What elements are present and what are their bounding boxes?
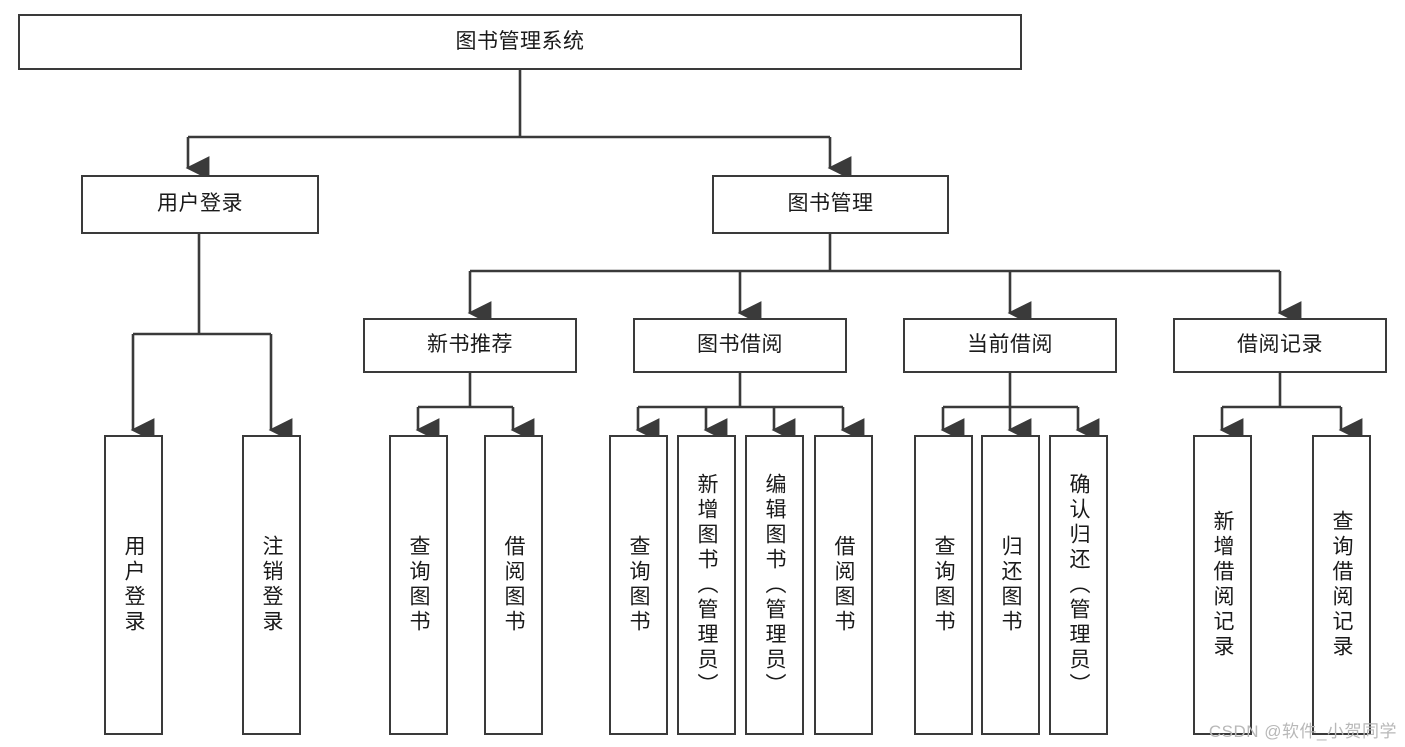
node-leaf-borrow-book-recommend[interactable]: 借阅图书: [484, 435, 543, 735]
node-label: 图书借阅: [697, 333, 783, 357]
node-leaf-return-book[interactable]: 归还图书: [981, 435, 1040, 735]
node-leaf-query-book-current[interactable]: 查询图书: [914, 435, 973, 735]
node-label: 图书管理系统: [455, 29, 585, 53]
node-leaf-query-book-recommend[interactable]: 查询图书: [389, 435, 448, 735]
node-label: 查询图书: [932, 535, 955, 635]
node-current-borrow[interactable]: 当前借阅: [903, 318, 1117, 373]
node-label: 查询图书: [627, 535, 650, 635]
node-label: 图书管理: [787, 192, 874, 216]
node-leaf-borrow-book[interactable]: 借阅图书: [814, 435, 873, 735]
node-leaf-add-book-admin[interactable]: 新增图书（管理员）: [677, 435, 736, 735]
node-book-borrow[interactable]: 图书借阅: [633, 318, 847, 373]
node-label: 查询图书: [407, 535, 430, 635]
node-label: 用户登录: [122, 535, 145, 635]
node-label: 归还图书: [999, 535, 1022, 635]
node-label: 确认归还（管理员）: [1067, 472, 1090, 698]
node-book-management[interactable]: 图书管理: [712, 175, 949, 234]
node-label: 新增借阅记录: [1211, 510, 1234, 660]
node-leaf-query-borrow-record[interactable]: 查询借阅记录: [1312, 435, 1371, 735]
node-leaf-add-borrow-record[interactable]: 新增借阅记录: [1193, 435, 1252, 735]
node-new-book-recommend[interactable]: 新书推荐: [363, 318, 577, 373]
node-label: 注销登录: [260, 535, 283, 635]
node-label: 借阅图书: [502, 535, 525, 635]
node-leaf-edit-book-admin[interactable]: 编辑图书（管理员）: [745, 435, 804, 735]
node-label: 查询借阅记录: [1330, 510, 1353, 660]
node-label: 新书推荐: [427, 333, 513, 357]
node-leaf-query-book[interactable]: 查询图书: [609, 435, 668, 735]
node-leaf-user-logout[interactable]: 注销登录: [242, 435, 301, 735]
node-label: 编辑图书（管理员）: [763, 472, 786, 698]
node-label: 借阅图书: [832, 535, 855, 635]
node-borrow-records[interactable]: 借阅记录: [1173, 318, 1387, 373]
node-leaf-confirm-return-admin[interactable]: 确认归还（管理员）: [1049, 435, 1108, 735]
node-label: 借阅记录: [1237, 333, 1323, 357]
node-user-login[interactable]: 用户登录: [81, 175, 319, 234]
node-label: 用户登录: [157, 192, 243, 216]
node-root-book-management-system[interactable]: 图书管理系统: [18, 14, 1022, 70]
node-leaf-user-login[interactable]: 用户登录: [104, 435, 163, 735]
node-label: 新增图书（管理员）: [695, 472, 718, 698]
node-label: 当前借阅: [967, 333, 1053, 357]
